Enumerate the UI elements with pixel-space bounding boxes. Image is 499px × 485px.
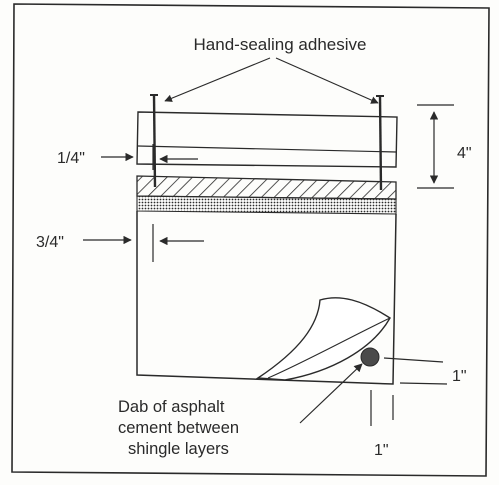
adhesive-arrow-left — [164, 57, 271, 102]
hatched-band — [136, 175, 397, 200]
adhesive-arrow-right — [275, 57, 379, 104]
main-shingle-body — [136, 211, 397, 385]
one-inch-right-label: 1" — [452, 368, 467, 385]
quarter-inch-label: 1/4" — [57, 150, 85, 167]
nail-left — [150, 94, 158, 188]
asphalt-note-line-1: Dab of asphalt — [118, 398, 225, 416]
one-inch-right-top-line — [383, 357, 444, 363]
upper-shingle-strip — [136, 111, 398, 168]
one-inch-bottom-label: 1" — [374, 442, 389, 459]
outer-frame — [11, 3, 490, 477]
asphalt-dab — [360, 347, 380, 367]
asphalt-pointer-arrow — [299, 363, 363, 424]
upper-shingle-inner-line — [137, 145, 397, 153]
dotted-band — [136, 195, 397, 215]
curled-corner — [255, 297, 391, 381]
nail-right — [376, 95, 384, 191]
four-inch-label: 4" — [457, 145, 472, 162]
asphalt-note-line-2: cement between — [118, 419, 239, 437]
asphalt-note-line-3: shingle layers — [128, 440, 229, 458]
curled-corner-fold — [267, 317, 391, 379]
one-inch-right-bottom-line — [399, 382, 448, 385]
adhesive-label: Hand-sealing adhesive — [194, 35, 367, 54]
three-quarter-inch-label: 3/4" — [36, 234, 64, 251]
